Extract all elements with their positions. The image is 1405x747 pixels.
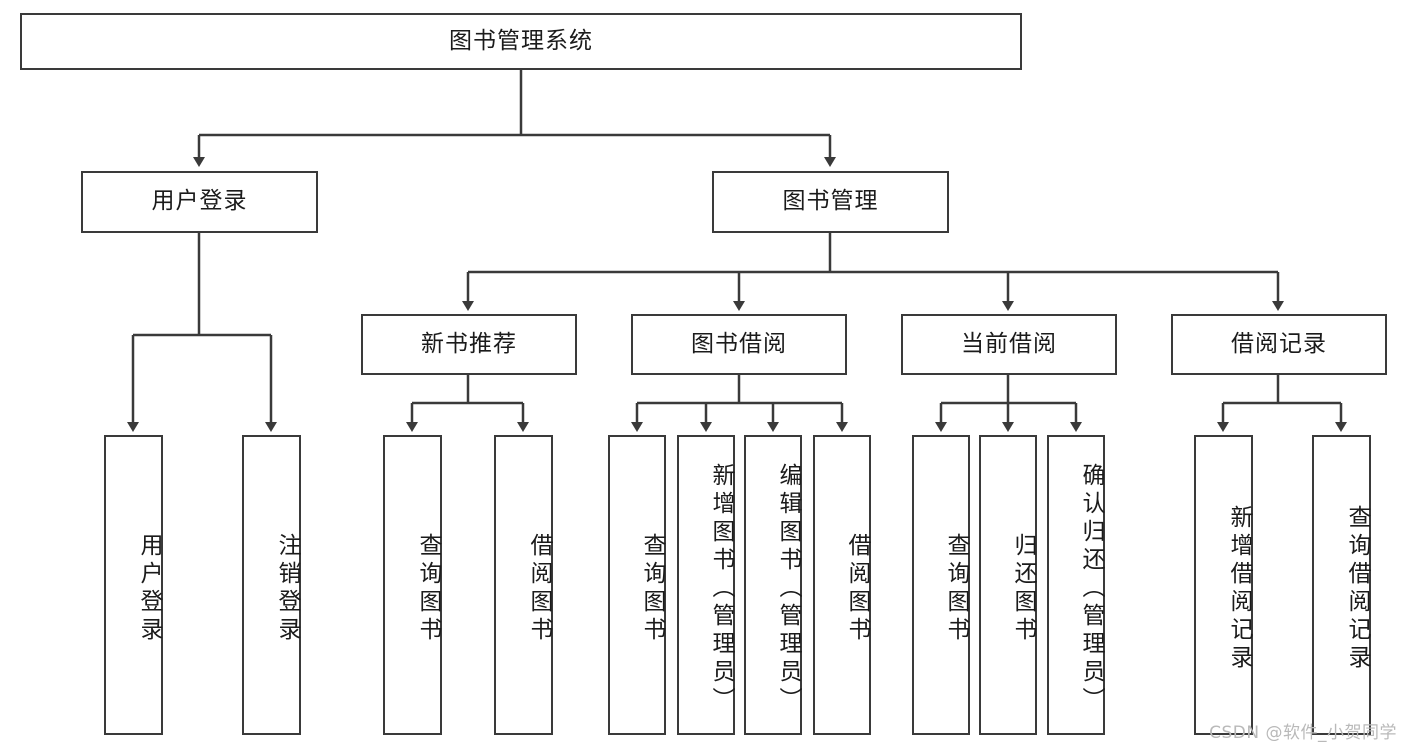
node-root-book-management-system[interactable]: 图书管理系统 — [20, 13, 1022, 70]
leaf-return-book[interactable]: 归还图书 — [979, 435, 1037, 735]
node-label: 图书借阅 — [691, 330, 787, 357]
node-label: 查询图书 — [415, 533, 441, 645]
node-new-book-recommendation[interactable]: 新书推荐 — [361, 314, 577, 375]
node-label: 查询借阅记录 — [1344, 505, 1370, 673]
node-label: 图书管理 — [782, 188, 879, 215]
node-user-login[interactable]: 用户登录 — [81, 171, 318, 233]
leaf-edit-book-admin[interactable]: 编辑图书（管理员） — [744, 435, 802, 735]
leaf-query-book-borrowing[interactable]: 查询图书 — [608, 435, 666, 735]
leaf-borrow-book-new-recommend[interactable]: 借阅图书 — [494, 435, 553, 735]
node-label: 新增借阅记录 — [1226, 505, 1252, 673]
leaf-query-book-new-recommend[interactable]: 查询图书 — [383, 435, 442, 735]
node-label: 查询图书 — [943, 533, 969, 645]
node-label: 图书管理系统 — [449, 27, 593, 54]
leaf-logout-login[interactable]: 注销登录 — [242, 435, 301, 735]
node-label: 用户登录 — [136, 533, 162, 645]
leaf-add-borrowing-record[interactable]: 新增借阅记录 — [1194, 435, 1253, 735]
node-label: 新书推荐 — [421, 330, 517, 357]
node-current-borrowing[interactable]: 当前借阅 — [901, 314, 1117, 375]
node-label: 借阅图书 — [844, 533, 870, 645]
node-label: 当前借阅 — [961, 330, 1057, 357]
leaf-user-login[interactable]: 用户登录 — [104, 435, 163, 735]
node-book-borrowing[interactable]: 图书借阅 — [631, 314, 847, 375]
node-label: 用户登录 — [151, 188, 248, 215]
leaf-add-book-admin[interactable]: 新增图书（管理员） — [677, 435, 735, 735]
node-label: 确认归还（管理员） — [1078, 463, 1104, 715]
node-label: 归还图书 — [1010, 533, 1036, 645]
node-label: 借阅图书 — [526, 533, 552, 645]
node-book-management[interactable]: 图书管理 — [712, 171, 949, 233]
leaf-confirm-return-admin[interactable]: 确认归还（管理员） — [1047, 435, 1105, 735]
leaf-borrow-book-borrowing[interactable]: 借阅图书 — [813, 435, 871, 735]
leaf-query-borrowing-record[interactable]: 查询借阅记录 — [1312, 435, 1371, 735]
csdn-watermark: CSDN @软件_小贺同学 — [1209, 723, 1397, 743]
node-label: 编辑图书（管理员） — [775, 463, 801, 715]
node-borrowing-record[interactable]: 借阅记录 — [1171, 314, 1387, 375]
node-label: 注销登录 — [274, 533, 300, 645]
node-label: 借阅记录 — [1231, 330, 1327, 357]
leaf-query-book-current[interactable]: 查询图书 — [912, 435, 970, 735]
node-label: 查询图书 — [639, 533, 665, 645]
node-label: 新增图书（管理员） — [708, 463, 734, 715]
